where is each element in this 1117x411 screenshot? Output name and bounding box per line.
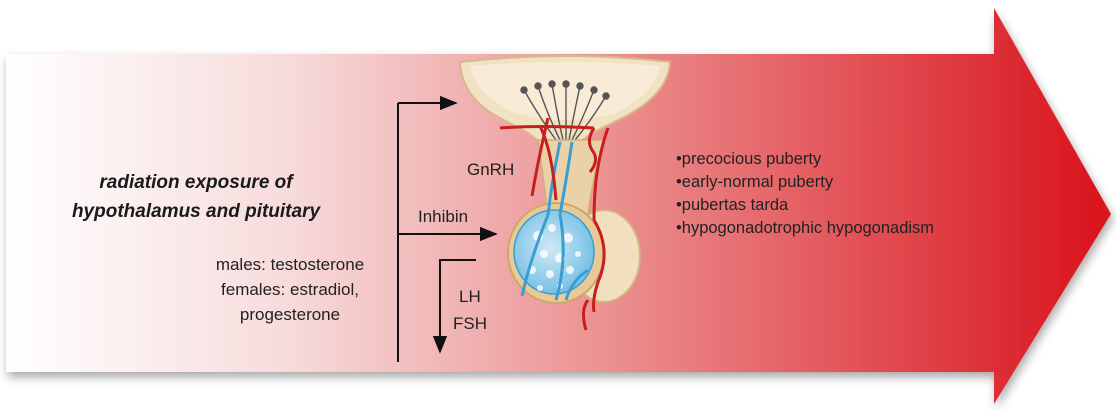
outcome-item: hypogonadotrophic hypogonadism	[676, 217, 934, 240]
outcome-item: pubertas tarda	[676, 194, 934, 217]
outcome-item: early-normal puberty	[676, 171, 934, 194]
feedback-hormones: males: testosterone females: estradiol, …	[180, 252, 400, 327]
gnrh-label: GnRH	[467, 160, 514, 180]
exposure-title-line-2: hypothalamus and pituitary	[0, 197, 392, 226]
exposure-title-line-1: radiation exposure of	[0, 168, 392, 197]
hormone-females-label: females: estradiol,	[180, 277, 400, 302]
hormone-progesterone-label: progesterone	[180, 302, 400, 327]
lh-label: LH	[459, 287, 481, 307]
outcome-list: precocious puberty early-normal puberty …	[676, 148, 934, 240]
hormone-males-label: males: testosterone	[180, 252, 400, 277]
fsh-label: FSH	[453, 314, 487, 334]
exposure-title: radiation exposure of hypothalamus and p…	[0, 168, 392, 226]
outcome-item: precocious puberty	[676, 148, 934, 171]
inhibin-label: Inhibin	[418, 207, 468, 227]
